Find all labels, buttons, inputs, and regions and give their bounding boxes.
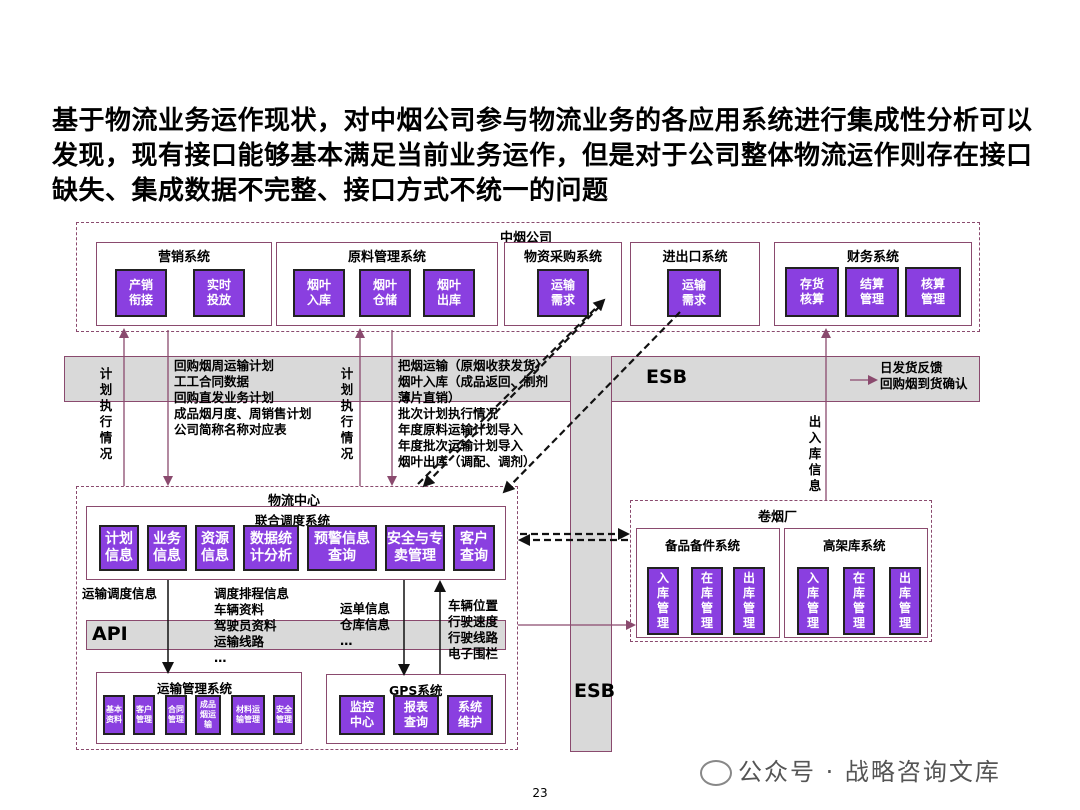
purchase-item: 运输 需求 xyxy=(537,269,589,317)
gps-title: GPS系统 xyxy=(389,683,443,698)
dispatch-info-label: 调度排程信息 车辆资料 驾驶员资料 运输线路 … xyxy=(214,586,290,665)
finance-item: 存货 核算 xyxy=(785,267,839,317)
marketing-item: 产销 衔接 xyxy=(115,269,167,317)
purchase-title: 物资采购系统 xyxy=(523,250,602,265)
spare-system: 备品备件系统 入 库 管 理 在 库 管 理 出 库 管 理 xyxy=(636,528,780,638)
transport-title: 运输管理系统 xyxy=(157,681,233,696)
factory-container xyxy=(630,500,932,642)
dispatch-item: 数据统 计分析 xyxy=(243,525,299,571)
transport-item: 成品 烟运 输 xyxy=(195,695,221,735)
dispatch-item: 计划 信息 xyxy=(99,525,139,571)
dispatch-title: 联合调度系统 xyxy=(255,513,331,528)
material-item: 烟叶 入库 xyxy=(293,269,345,317)
finance-flows: 日发货反馈 回购烟到货确认 xyxy=(880,360,968,391)
inout-info-label: 出入库信息 xyxy=(808,414,822,493)
dispatch-item: 资源 信息 xyxy=(195,525,235,571)
marketing-system: 营销系统 产销 衔接 实时 投放 xyxy=(96,242,272,326)
dispatch-item: 预警信息 查询 xyxy=(307,525,377,571)
gps-system: GPS系统 监控 中心 报表 查询 系统 维护 xyxy=(326,674,506,744)
transport-item: 安全 管理 xyxy=(273,695,295,735)
importexport-system: 进出口系统 运输 需求 xyxy=(630,242,760,326)
waybill-info-label: 运单信息 仓库信息 … xyxy=(340,601,391,648)
wechat-icon xyxy=(700,760,732,786)
plan-exec-mid-label: 计划执行情况 xyxy=(340,366,354,461)
material-item: 烟叶 出库 xyxy=(423,269,475,317)
importexport-title: 进出口系统 xyxy=(662,250,728,265)
finance-item: 结算 管理 xyxy=(845,267,899,317)
marketing-item: 实时 投放 xyxy=(193,269,245,317)
dispatch-item: 安全与专 卖管理 xyxy=(385,525,445,571)
finance-title: 财务系统 xyxy=(846,250,899,265)
esb-vertical-bar xyxy=(570,356,612,752)
spare-title: 备品备件系统 xyxy=(665,538,741,553)
material-item: 烟叶 仓储 xyxy=(359,269,411,317)
dispatch-item: 业务 信息 xyxy=(147,525,187,571)
transport-item: 材料运 输管理 xyxy=(231,695,265,735)
highbay-system: 高架库系统 入 库 管 理 在 库 管 理 出 库 管 理 xyxy=(784,528,928,638)
highbay-item: 出 库 管 理 xyxy=(889,567,921,635)
material-title: 原料管理系统 xyxy=(347,250,426,265)
esb-label: ESB xyxy=(646,366,688,388)
dashed-arrow-purchase-down xyxy=(422,305,601,488)
marketing-title: 营销系统 xyxy=(157,250,210,265)
gps-item: 系统 维护 xyxy=(447,695,493,735)
highbay-title: 高架库系统 xyxy=(823,538,886,553)
transport-item: 合同 管理 xyxy=(165,695,187,735)
finance-system: 财务系统 存货 核算 结算 管理 核算 管理 xyxy=(774,242,972,326)
plan-exec-left-label: 计划执行情况 xyxy=(99,366,113,461)
page-number: 23 xyxy=(532,786,548,800)
zhongyan-container xyxy=(76,222,980,332)
highbay-item: 入 库 管 理 xyxy=(797,567,829,635)
watermark: 公众号 · 战略咨询文库 xyxy=(700,752,1001,787)
dashed-arrow-importexport xyxy=(502,311,681,494)
transport-item: 基本 资料 xyxy=(103,695,125,735)
watermark-text: 公众号 · 战略咨询文库 xyxy=(738,758,1001,786)
purchase-system: 物资采购系统 运输 需求 xyxy=(504,242,622,326)
page-title: 基于物流业务运作现状，对中烟公司参与物流业务的各应用系统进行集成性分析可以发现，… xyxy=(52,106,1033,206)
spare-item: 在 库 管 理 xyxy=(691,567,723,635)
finance-item: 核算 管理 xyxy=(905,267,961,317)
api-bar xyxy=(86,620,506,650)
importexport-item: 运输 需求 xyxy=(667,269,721,317)
esb-bar xyxy=(64,356,980,402)
spare-item: 出 库 管 理 xyxy=(733,567,765,635)
material-system: 原料管理系统 烟叶 入库 烟叶 仓储 烟叶 出库 xyxy=(276,242,498,326)
transport-item: 客户 管理 xyxy=(133,695,155,735)
transport-system: 运输管理系统 基本 资料 客户 管理 合同 管理 成品 烟运 输 材料运 输管理… xyxy=(96,672,302,744)
dispatch-system: 联合调度系统 计划 信息 业务 信息 资源 信息 数据统 计分析 预警信息 查询… xyxy=(86,506,506,580)
spare-item: 入 库 管 理 xyxy=(647,567,679,635)
material-flows: 把烟运输（原烟收获发货） 烟叶入库（成品返回、制剂 薄片直销） 批次计划执行情况… xyxy=(398,358,549,469)
dashed-arrow-purchase-up xyxy=(417,298,606,485)
esb-vertical-label: ESB xyxy=(574,680,616,702)
logistics-container xyxy=(76,486,518,750)
highbay-item: 在 库 管 理 xyxy=(843,567,875,635)
api-label: API xyxy=(92,623,128,645)
factory-label: 卷烟厂 xyxy=(758,510,798,525)
vehicle-info-label: 车辆位置 行驶速度 行驶线路 电子围栏 xyxy=(448,598,499,661)
transport-dispatch-label: 运输调度信息 xyxy=(82,586,158,601)
gps-item: 监控 中心 xyxy=(339,695,385,735)
gps-item: 报表 查询 xyxy=(393,695,439,735)
logistics-label: 物流中心 xyxy=(268,494,321,509)
dispatch-item: 客户 查询 xyxy=(453,525,495,571)
marketing-flows: 回购烟周运输计划 工工合同数据 回购直发业务计划 成品烟月度、周销售计划 公司简… xyxy=(174,358,312,437)
